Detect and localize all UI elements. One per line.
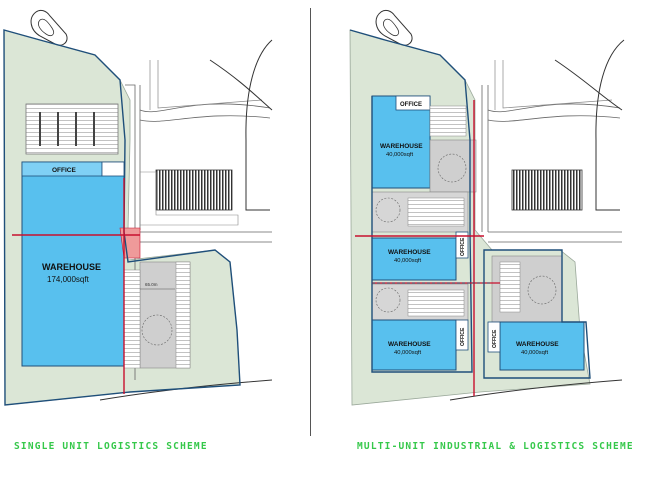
right-unit-1-parking [429,105,467,137]
right-spur-road [487,103,621,122]
right-middle-parking [407,197,465,227]
right-north-road [494,60,613,110]
right-site-boundary [349,29,473,373]
left-large-curve [245,39,273,211]
right-unit-4-title: WAREHOUSE [516,341,559,348]
left-curve-road [209,59,273,111]
right-existing-building [511,169,583,211]
left-parking-bays [39,112,95,146]
right-unit-1-turning-circle [437,153,467,183]
right-unit-1-title: WAREHOUSE [380,143,423,150]
right-unit-4-warehouse [499,321,585,371]
left-warehouse-unit [21,161,125,367]
right-unit-2-area: 40,000sqft [394,258,421,264]
left-site-plan: OFFICE WAREHOUSE 174,000sqft 65.0m [3,9,273,406]
left-office-annex [101,161,125,177]
right-unit-4-office [487,321,501,353]
right-large-curve [595,39,625,211]
right-lower-turning-circle [375,287,401,313]
right-unit-4-office-label: OFFICE [492,329,498,348]
right-unit-3-warehouse [371,319,457,371]
left-warehouse-area: 174,000sqft [47,275,90,284]
right-roundabout-inner [383,18,399,36]
right-east-boundary [483,249,591,379]
right-unit-1-area: 40,000sqft [386,152,413,158]
left-dimension-label: 65.0m [145,282,158,287]
right-unit-4-turning-circle [527,275,557,305]
right-unit-2-office-label: OFFICE [460,237,466,256]
left-parking-area [25,103,119,155]
right-unit-2-warehouse [371,237,457,281]
right-unit-3-area: 40,000sqft [394,350,421,356]
right-unit-1-warehouse [371,95,431,189]
right-site-plan: OFFICE WAREHOUSE 40,000sqft OFFICE WAREH… [349,9,625,406]
right-unit-3-office-label: OFFICE [460,327,466,346]
right-unit-4-area: 40,000sqft [521,350,548,356]
left-turning-circle [141,314,173,346]
right-middle-turning-circle [375,197,401,223]
left-spur-road-edge [139,115,271,122]
left-existing-yard [139,171,239,226]
right-unit-3-office [455,319,469,351]
right-unit-4-parking [499,261,521,313]
right-scheme-caption: MULTI-UNIT INDUSTRIAL & LOGISTICS SCHEME [357,441,634,452]
right-unit-1-office [395,95,431,111]
left-office-label: OFFICE [52,167,76,174]
right-cross-road [488,231,622,243]
left-trailer-bays [175,261,191,369]
right-unit-2-title: WAREHOUSE [388,249,431,256]
left-spur-road [139,103,271,113]
right-unit-1-yard [429,139,477,193]
left-cross-road [140,231,272,243]
right-main-road [481,85,489,232]
right-unit-3-title: WAREHOUSE [388,341,431,348]
right-bottom-road [449,379,623,401]
left-trailer-parking [123,269,141,369]
scheme-divider [310,8,311,436]
left-warehouse-title: WAREHOUSE [42,262,101,272]
left-roundabout-inner [38,18,54,36]
right-unit-1-office-label: OFFICE [400,102,422,108]
right-lower-parking [407,289,465,317]
left-scheme-caption: SINGLE UNIT LOGISTICS SCHEME [14,441,208,452]
left-site-boundary [3,29,241,406]
left-north-road [149,60,263,110]
right-curve-road [554,59,623,111]
right-unit-2-office [455,231,469,259]
left-existing-building [155,169,233,211]
